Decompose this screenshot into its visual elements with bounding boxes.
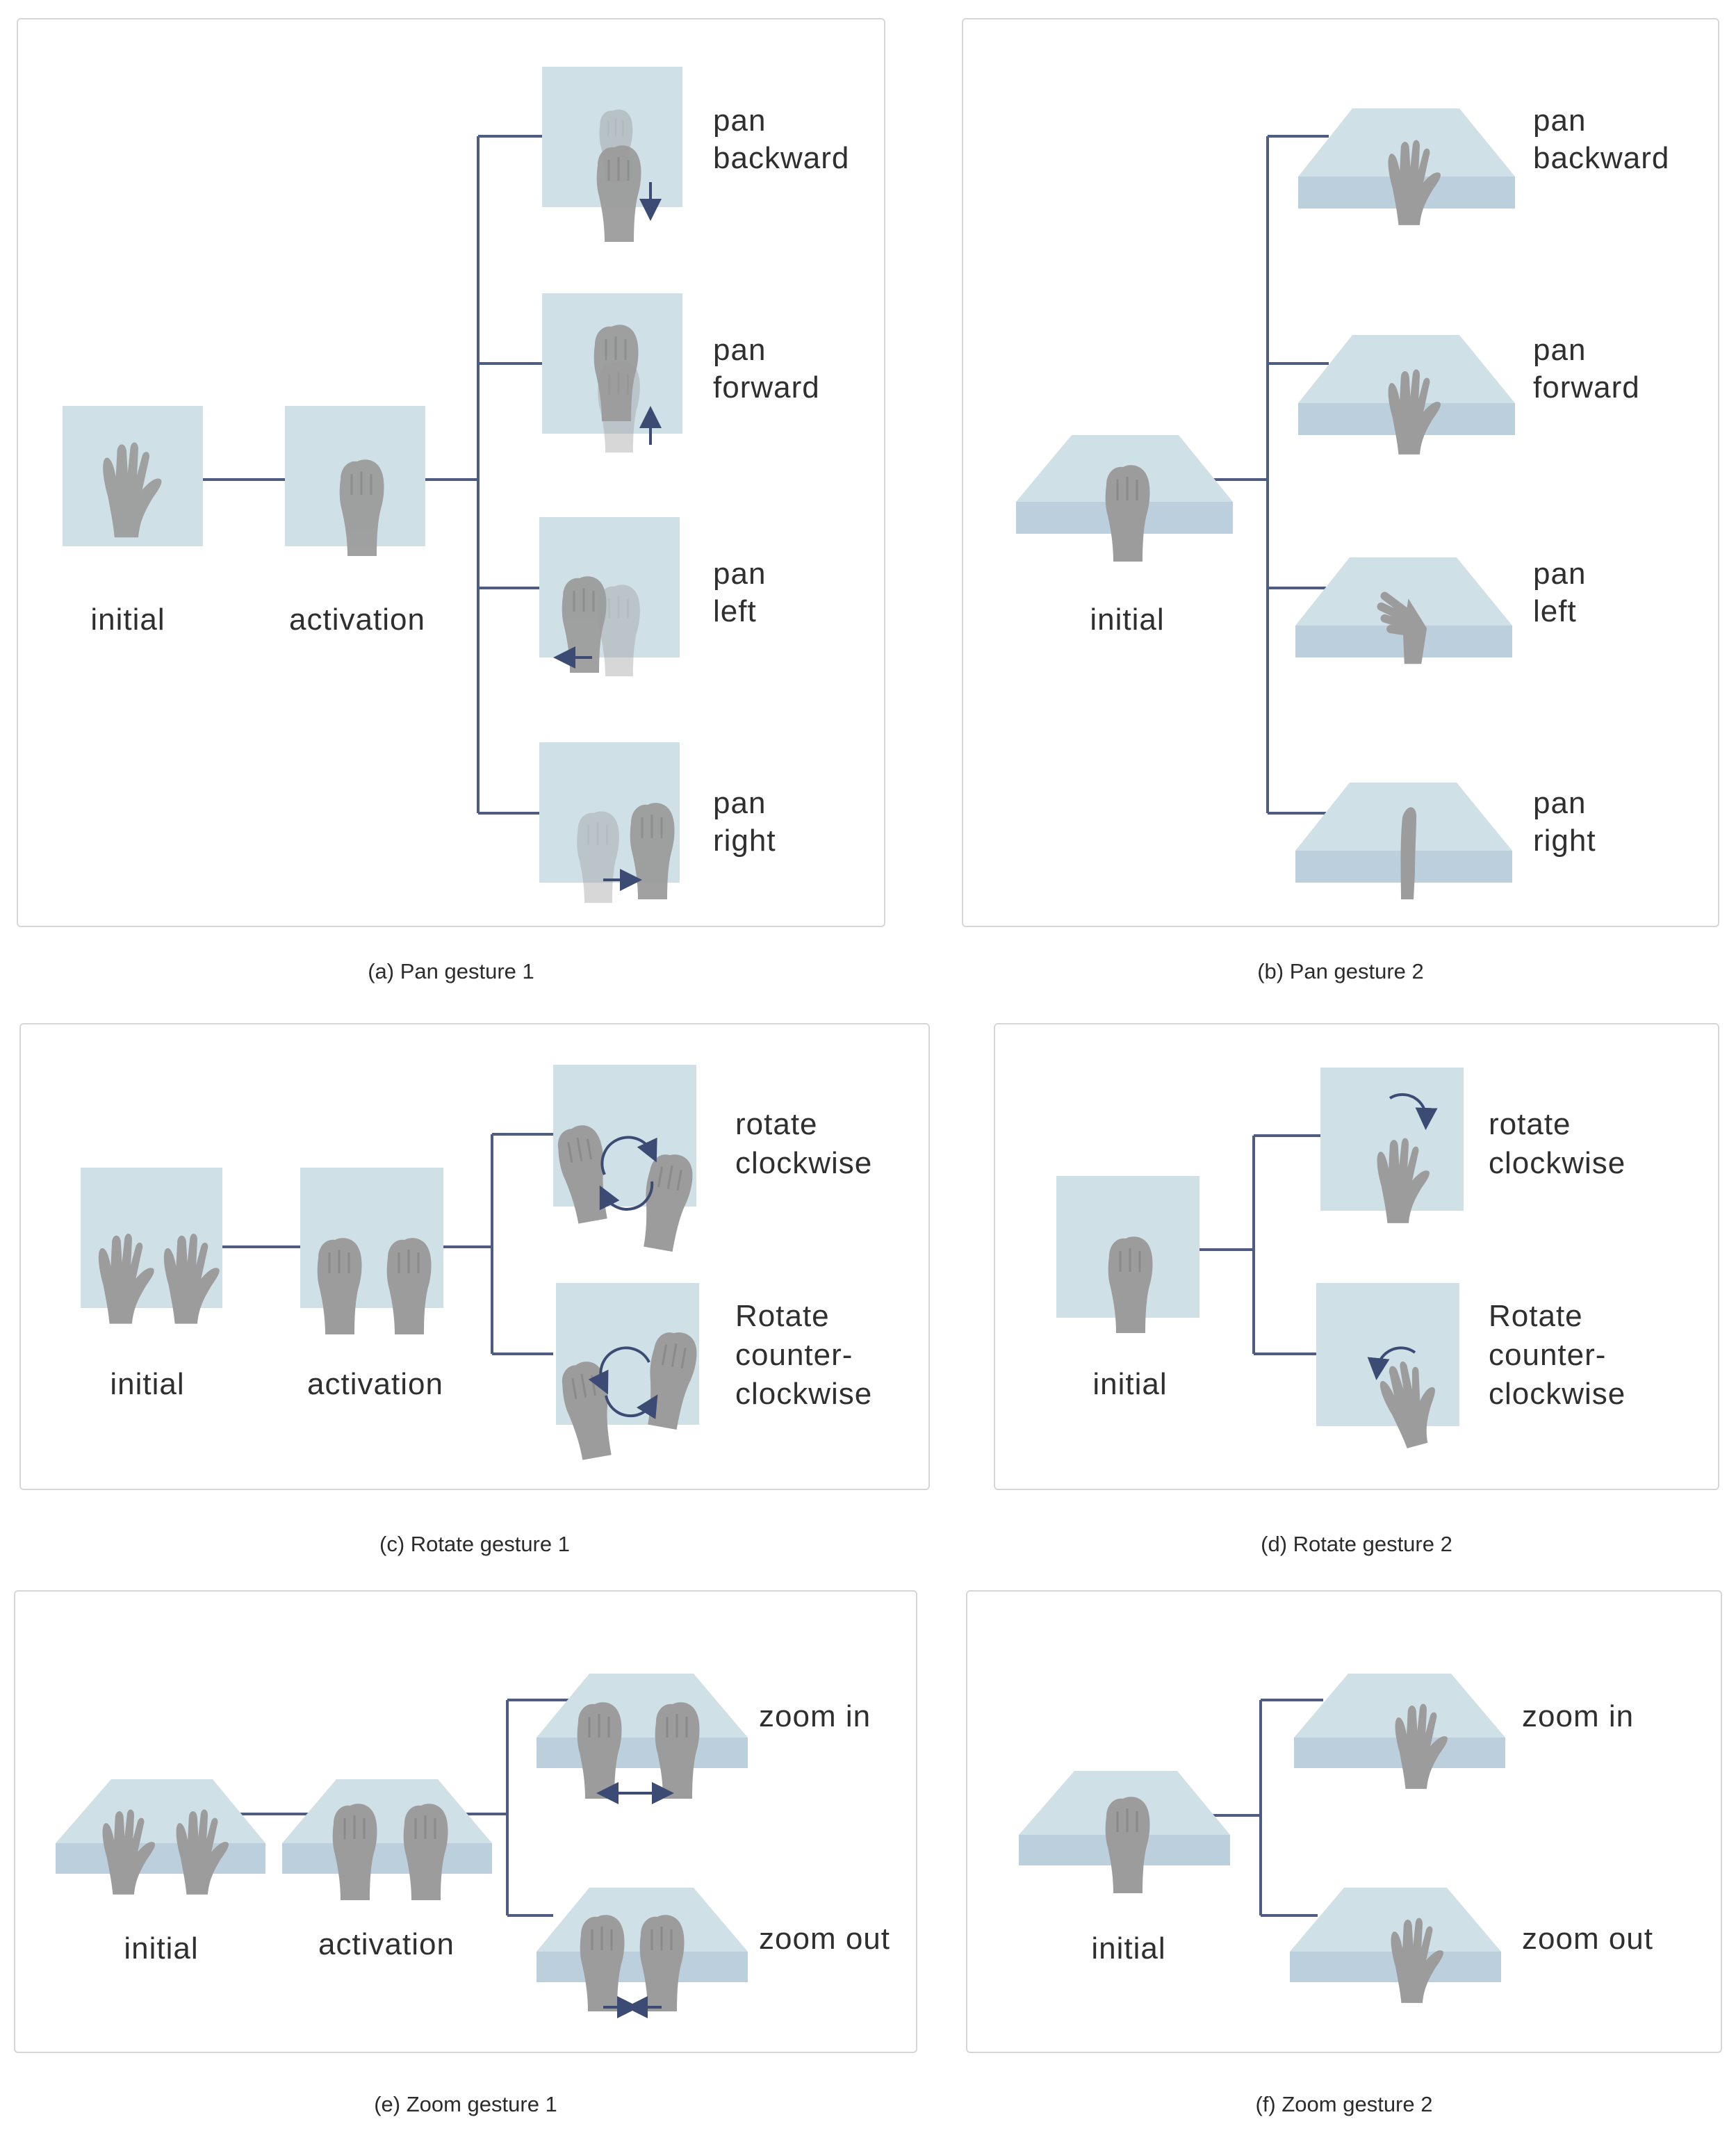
panel-d-arrows: [1367, 1093, 1438, 1380]
label-c-b2-l2: counter-: [735, 1338, 853, 1372]
label-c-activation: activation: [307, 1367, 443, 1401]
caption-b: (b) Pan gesture 2: [1257, 959, 1424, 983]
connector-e: [240, 1699, 568, 1917]
label-a-activation: activation: [289, 603, 425, 637]
label-b-b1-l1: pan: [1533, 104, 1586, 138]
panel-a-arrows: [553, 182, 662, 891]
label-f-b2: zoom out: [1522, 1922, 1653, 1956]
label-d-b1-l1: rotate: [1489, 1107, 1571, 1141]
connector-b: [1212, 135, 1329, 815]
surface-e-zoomin: [537, 1674, 748, 1768]
label-a-b1-l1: pan: [713, 104, 766, 138]
label-d-initial: initial: [1092, 1367, 1167, 1401]
label-d-b1-l2: clockwise: [1489, 1146, 1626, 1180]
labels: initial activation pan backward pan forw…: [90, 104, 1669, 1966]
label-b-b4-l2: right: [1533, 824, 1596, 858]
label-b-b3-l2: left: [1533, 594, 1577, 628]
caption-f: (f) Zoom gesture 2: [1255, 2092, 1433, 2116]
label-a-b2-l1: pan: [713, 333, 766, 367]
rotate-cw-icon: [1389, 1093, 1438, 1130]
panel-e-arrows: [596, 1782, 674, 2018]
label-f-b1: zoom in: [1522, 1699, 1634, 1733]
label-b-b2-l1: pan: [1533, 333, 1586, 367]
label-f-initial: initial: [1091, 1931, 1165, 1966]
caption-e: (e) Zoom gesture 1: [374, 2092, 557, 2116]
label-a-b3-l2: left: [713, 594, 757, 628]
label-b-b1-l2: backward: [1533, 141, 1669, 175]
label-d-b2-l1: Rotate: [1489, 1299, 1583, 1333]
label-a-b3-l1: pan: [713, 557, 766, 591]
connector-a: [203, 135, 542, 815]
label-a-b4-l2: right: [713, 824, 776, 858]
label-a-b4-l1: pan: [713, 786, 766, 820]
surface-e-activation: [282, 1779, 492, 1874]
label-c-initial: initial: [110, 1367, 184, 1401]
connector-d: [1199, 1134, 1320, 1355]
label-d-b2-l2: counter-: [1489, 1338, 1606, 1372]
label-a-initial: initial: [90, 603, 165, 637]
panel-c-arrows: [588, 1136, 658, 1420]
caption-a: (a) Pan gesture 1: [368, 959, 534, 983]
label-d-b2-l3: clockwise: [1489, 1377, 1626, 1411]
connector-f: [1208, 1699, 1323, 1917]
surface-e-initial: [56, 1779, 265, 1874]
rotate-ccw-icon: [605, 1394, 658, 1420]
label-e-activation: activation: [318, 1927, 455, 1961]
panel-b-surfaces: [1016, 108, 1515, 883]
label-a-b2-l2: forward: [713, 370, 820, 404]
connector-c: [222, 1133, 553, 1355]
label-e-b2: zoom out: [759, 1922, 890, 1956]
label-b-initial: initial: [1090, 603, 1164, 637]
connectors: [203, 135, 1329, 1917]
label-c-b1-l2: clockwise: [735, 1146, 872, 1180]
label-e-b1: zoom in: [759, 1699, 871, 1733]
label-c-b1-l1: rotate: [735, 1107, 818, 1141]
rotate-ccw-icon: [588, 1346, 650, 1395]
rotate-cw-icon: [600, 1136, 657, 1175]
surface-f-zoomin: [1294, 1674, 1505, 1768]
label-e-initial: initial: [124, 1931, 198, 1966]
rotate-ccw-icon: [1367, 1346, 1416, 1380]
label-c-b2-l3: clockwise: [735, 1377, 872, 1411]
label-b-b2-l2: forward: [1533, 370, 1640, 404]
rotate-cw-icon: [599, 1181, 654, 1211]
label-a-b1-l2: backward: [713, 141, 849, 175]
label-b-b3-l1: pan: [1533, 557, 1586, 591]
label-b-b4-l1: pan: [1533, 786, 1586, 820]
caption-d: (d) Rotate gesture 2: [1261, 1532, 1452, 1556]
caption-c: (c) Rotate gesture 1: [379, 1532, 570, 1556]
label-c-b2-l1: Rotate: [735, 1299, 830, 1333]
